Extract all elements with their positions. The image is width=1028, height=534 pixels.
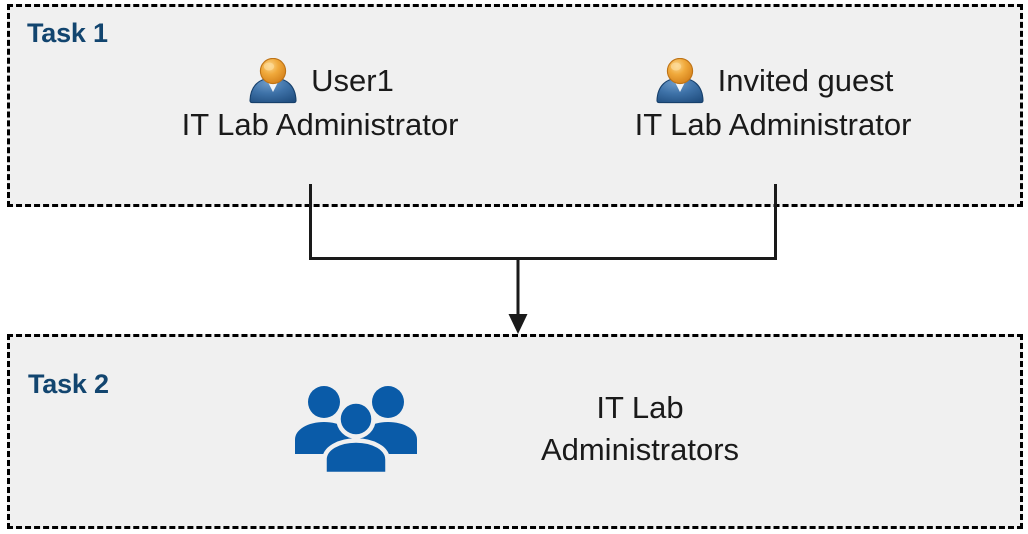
member-name-row: User1: [130, 57, 510, 105]
user-icon: [246, 57, 300, 105]
task-1-label: Task 1: [27, 18, 108, 48]
member-name: User1: [311, 63, 394, 99]
member-role: IT Lab Administrator: [634, 107, 912, 142]
group-name: IT Lab Administrators: [540, 390, 740, 467]
task-1-member-invited-guest: Invited guest IT Lab Administrator: [583, 57, 963, 145]
member-name-row: Invited guest: [583, 57, 963, 105]
user-icon: [653, 57, 707, 105]
task-1-box: [7, 4, 1023, 207]
task-1-member-user1: User1 IT Lab Administrator: [130, 57, 510, 145]
task-2-box: [7, 334, 1023, 529]
task-2-label: Task 2: [28, 369, 109, 399]
task-2-group: IT Lab Administrators: [150, 382, 880, 477]
group-users-icon: [291, 382, 421, 477]
member-role: IT Lab Administrator: [181, 107, 459, 142]
arrow-head-icon: [508, 314, 528, 334]
member-name: Invited guest: [717, 63, 894, 99]
